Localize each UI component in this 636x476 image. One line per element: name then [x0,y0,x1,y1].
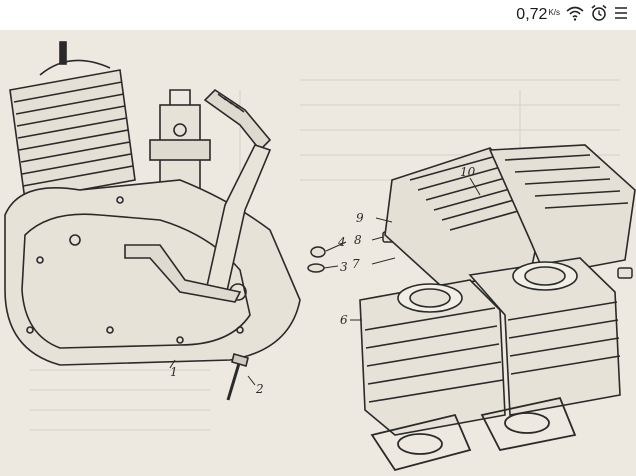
part-label-1: 1 [170,365,178,379]
part-labels: 1 2 3 4 6 7 8 9 10 [170,165,476,396]
engine-diagram-photo: 1 2 3 4 6 7 8 9 10 [0,30,636,476]
engine-assembly [4,41,301,401]
engine-diagram: 1 2 3 4 6 7 8 9 10 [0,30,636,476]
leader-lines [169,177,481,386]
gear-shift-lever [124,244,242,303]
plug-right [617,267,633,279]
menu-icon[interactable] [614,5,628,26]
washer-part-3 [307,263,325,273]
cylinder-heads [384,144,636,286]
part-label-3: 3 [340,260,348,274]
alarm-clock-icon [590,4,608,27]
part-label-6: 6 [340,313,348,327]
network-speed: 0,72 K/s [516,6,560,24]
cylinders [359,257,621,436]
engine-cylinder-fins [9,41,136,201]
status-bar: 0,72 K/s [0,0,636,30]
status-right-group: 0,72 K/s [516,4,628,26]
network-speed-value: 0,72 [516,6,548,23]
bolt-part-2 [226,353,249,401]
part-label-10: 10 [460,165,476,179]
part-label-4: 4 [337,235,346,249]
part-label-2: 2 [255,382,264,396]
part-label-8: 8 [354,233,362,247]
wifi-icon [566,5,584,26]
part-label-9: 9 [356,211,364,225]
gaskets [370,396,577,472]
network-speed-unit: K/s [548,8,560,17]
part-label-7: 7 [352,257,360,271]
nut-part-4 [310,246,326,258]
